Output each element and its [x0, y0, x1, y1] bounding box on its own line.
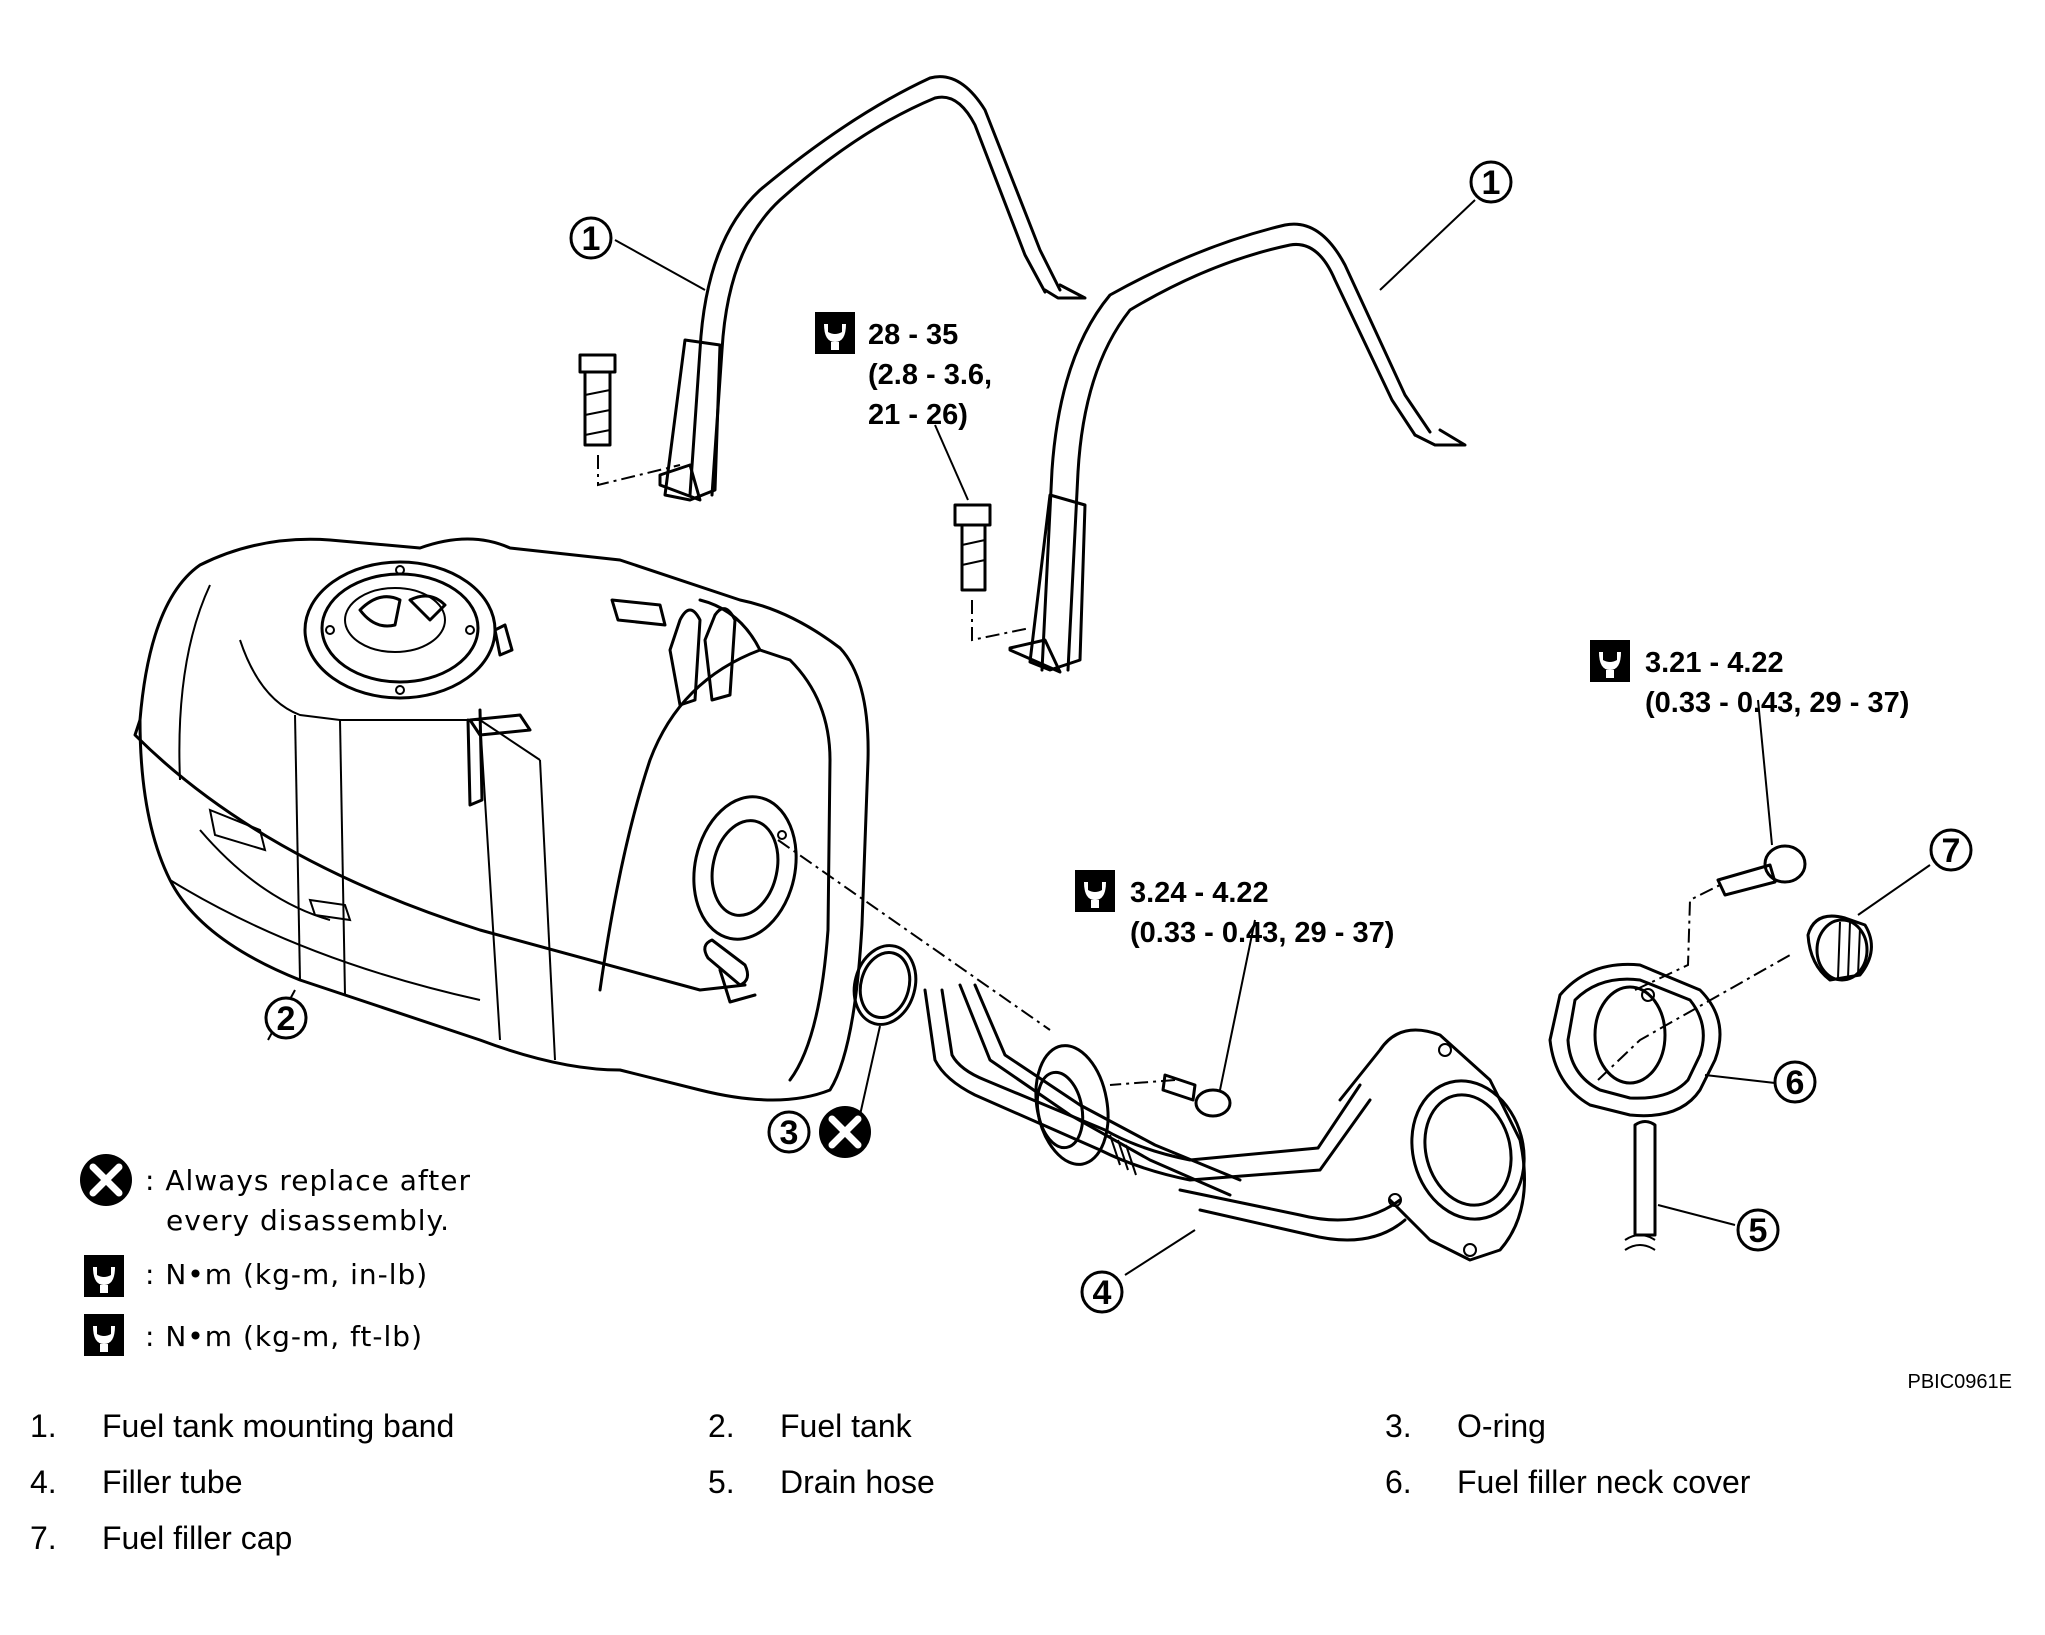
- callout-2: 2: [264, 996, 308, 1040]
- torque-wrench-ftlb-icon: [84, 1314, 124, 1356]
- fuel-filler-cap: [1806, 864, 1931, 982]
- part-number: 5.: [708, 1464, 735, 1500]
- bolt-filler-tube: [1109, 919, 1256, 1118]
- legend-ftlb-text: : N•m (kg-m, ft-lb): [145, 1320, 423, 1353]
- torque-value-kgm: (2.8 - 3.6,: [868, 359, 992, 391]
- x-circle-icon: [80, 1154, 132, 1206]
- part-name: Fuel tank: [780, 1408, 912, 1444]
- part-number: 4.: [30, 1464, 57, 1500]
- fuel-tank: [133, 537, 870, 1102]
- bolt-band-left: [578, 353, 681, 487]
- torque-value: 28 - 35: [868, 319, 958, 351]
- part-item: 2. Fuel tank: [708, 1408, 912, 1445]
- part-number: 7.: [30, 1520, 57, 1556]
- bolt-neck-cover: [1716, 699, 1807, 897]
- svg-text:5: 5: [1749, 1212, 1768, 1250]
- callout-1-left: 1: [569, 216, 613, 260]
- part-item: 1. Fuel tank mounting band: [30, 1408, 454, 1445]
- x-circle-icon: [819, 1106, 871, 1158]
- part-name: O-ring: [1457, 1408, 1546, 1444]
- legend-replace-text-2: every disassembly.: [166, 1204, 450, 1237]
- callout-5: 5: [1736, 1208, 1780, 1252]
- part-name: Filler tube: [102, 1464, 243, 1500]
- mounting-band-right: [1008, 222, 1467, 674]
- torque-wrench-inlb-icon: [1590, 640, 1630, 682]
- legend-inlb-text: : N•m (kg-m, in-lb): [145, 1258, 428, 1291]
- svg-text:4: 4: [1093, 1274, 1112, 1312]
- torque-wrench-inlb-icon: [1075, 870, 1115, 912]
- callout-7: 7: [1929, 828, 1973, 872]
- torque-value-kgm: (0.33 - 0.43, 29 - 37): [1130, 917, 1394, 949]
- legend-replace-text: : Always replace after: [145, 1164, 471, 1197]
- callout-6: 6: [1773, 1060, 1817, 1104]
- part-name: Fuel tank mounting band: [102, 1408, 455, 1444]
- bolt-band-right: [953, 503, 1031, 642]
- torque-spec-cover-bolt: 3.21 - 4.22 (0.33 - 0.43, 29 - 37): [1590, 640, 1909, 719]
- svg-text:1: 1: [582, 220, 601, 258]
- part-item: 6. Fuel filler neck cover: [1385, 1464, 1750, 1501]
- callout-4: 4: [1080, 1270, 1124, 1314]
- svg-text:6: 6: [1786, 1064, 1805, 1102]
- figure-code: PBIC0961E: [1907, 1371, 2012, 1393]
- part-item: 5. Drain hose: [708, 1464, 935, 1501]
- part-name: Fuel filler neck cover: [1457, 1464, 1751, 1500]
- part-number: 6.: [1385, 1464, 1412, 1500]
- part-item: 4. Filler tube: [30, 1464, 243, 1501]
- fuel-filler-neck-cover: [1548, 884, 1791, 1118]
- svg-text:7: 7: [1942, 832, 1961, 870]
- svg-text:2: 2: [277, 1000, 296, 1038]
- callout-3: 3: [767, 1110, 811, 1154]
- part-number: 3.: [1385, 1408, 1412, 1444]
- torque-value: 3.21 - 4.22: [1645, 647, 1784, 679]
- part-item: 3. O-ring: [1385, 1408, 1546, 1445]
- torque-spec-tube-bolt: 3.24 - 4.22 (0.33 - 0.43, 29 - 37): [1075, 870, 1394, 949]
- filler-tube: [923, 983, 1526, 1262]
- svg-text:3: 3: [780, 1114, 799, 1152]
- o-ring: [852, 944, 918, 1116]
- torque-wrench-inlb-icon: [84, 1255, 124, 1297]
- torque-value: 3.24 - 4.22: [1130, 877, 1269, 909]
- callout-1-right: 1: [1469, 160, 1513, 204]
- torque-spec-band-bolt: 28 - 35 (2.8 - 3.6, 21 - 26): [815, 312, 992, 431]
- part-name: Fuel filler cap: [102, 1520, 293, 1556]
- drain-hose: [1624, 1120, 1736, 1251]
- torque-value-kgm: (0.33 - 0.43, 29 - 37): [1645, 687, 1909, 719]
- part-number: 2.: [708, 1408, 735, 1444]
- part-number: 1.: [30, 1408, 57, 1444]
- mounting-band-left: [658, 75, 1087, 502]
- part-name: Drain hose: [780, 1464, 935, 1500]
- legend: : Always replace after every disassembly…: [80, 1154, 471, 1356]
- part-item: 7. Fuel filler cap: [30, 1520, 292, 1557]
- torque-wrench-ftlb-icon: [815, 312, 855, 354]
- svg-text:1: 1: [1482, 164, 1501, 202]
- torque-value-ftlb: 21 - 26): [868, 399, 968, 431]
